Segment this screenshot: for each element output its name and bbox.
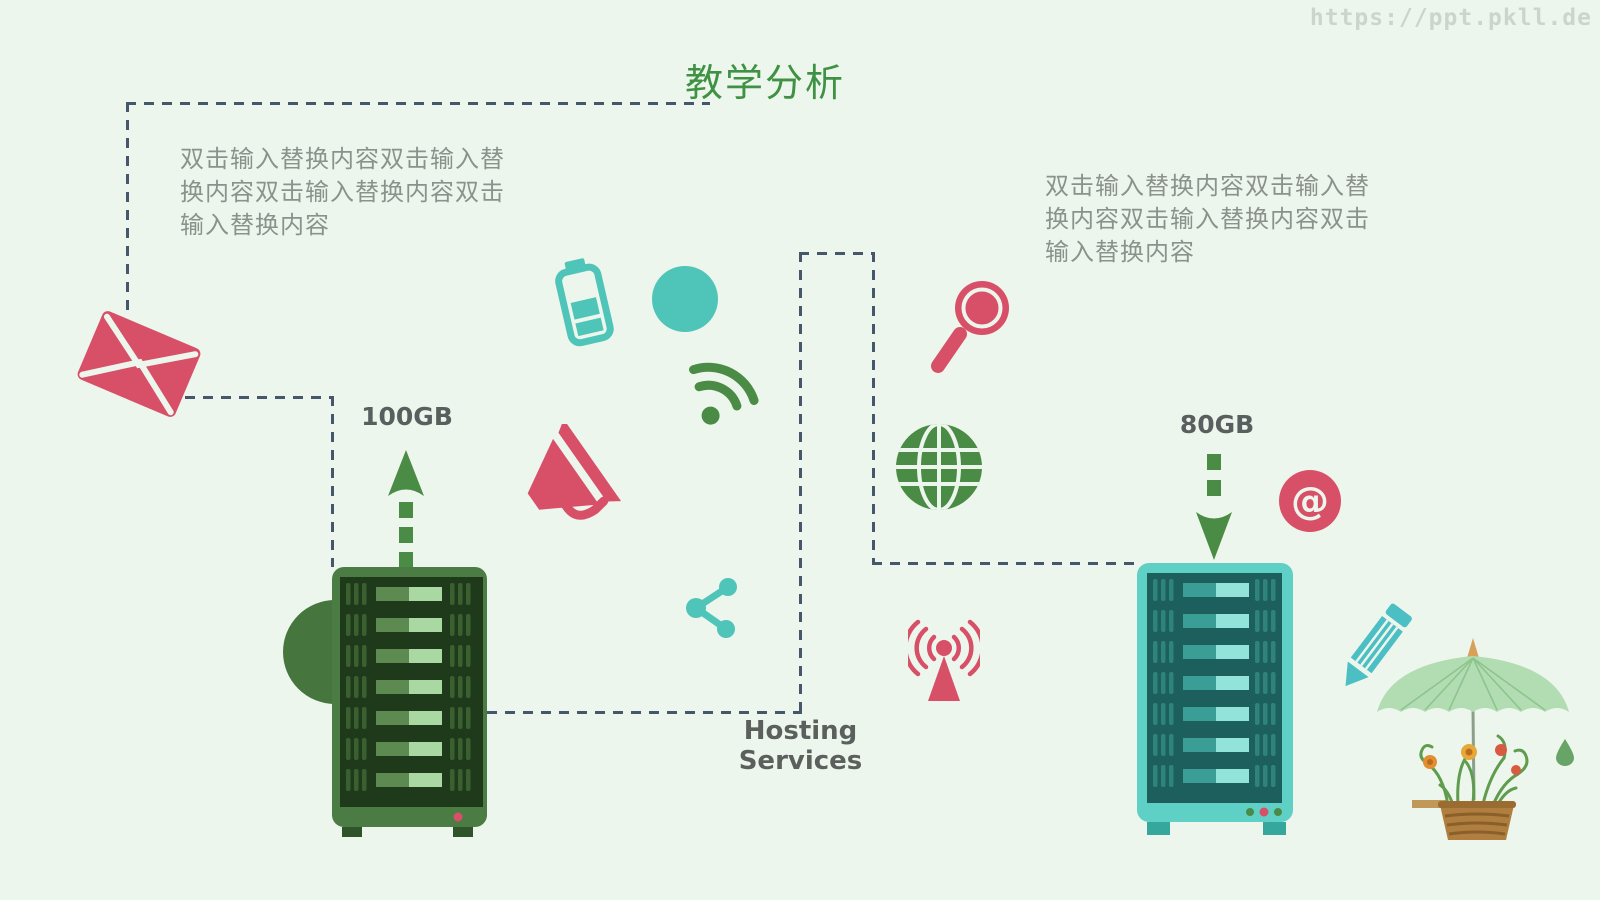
envelope-icon bbox=[64, 299, 214, 433]
connector-right-v bbox=[872, 252, 875, 565]
share-icon bbox=[680, 572, 742, 646]
connector-title-h bbox=[126, 102, 710, 105]
arrow-up-icon bbox=[384, 450, 428, 576]
connector-top-h bbox=[799, 252, 875, 255]
capacity-label-right[interactable]: 80GB bbox=[1179, 410, 1255, 439]
dot-circle-icon bbox=[652, 266, 718, 336]
connector-middle-v bbox=[799, 252, 802, 714]
connector-server-right-h bbox=[872, 562, 1137, 565]
connector-envelope-v bbox=[126, 102, 129, 312]
umbrella-decoration bbox=[1348, 600, 1578, 864]
raindrop-icon bbox=[1554, 738, 1576, 770]
globe-icon bbox=[893, 421, 985, 517]
megaphone-icon bbox=[512, 419, 622, 536]
magnifier-icon bbox=[920, 275, 1020, 384]
server-tower-left bbox=[278, 545, 493, 844]
svg-text:@: @ bbox=[1291, 479, 1329, 523]
capacity-label-left[interactable]: 100GB bbox=[361, 402, 453, 431]
pencil-icon bbox=[1328, 595, 1423, 704]
connector-bottom-h bbox=[487, 711, 802, 714]
arrow-down-icon bbox=[1192, 448, 1236, 570]
wifi-icon bbox=[688, 352, 763, 434]
text-placeholder-left[interactable]: 双击输入替换内容双击输入替 换内容双击输入替换内容双击 输入替换内容 bbox=[180, 145, 505, 239]
caption-hosting-services[interactable]: Hosting Services bbox=[738, 716, 863, 776]
server-tower-right bbox=[1115, 540, 1300, 842]
antenna-icon bbox=[903, 614, 985, 708]
connector-server-left-v bbox=[331, 396, 334, 567]
at-sign-icon: @ bbox=[1278, 469, 1342, 537]
watermark-url: https://ppt.pkll.de bbox=[1309, 5, 1592, 31]
slide-title[interactable]: 教学分析 bbox=[684, 61, 845, 105]
connector-envelope-h bbox=[185, 396, 334, 399]
battery-icon bbox=[548, 253, 620, 355]
text-placeholder-right[interactable]: 双击输入替换内容双击输入替 换内容双击输入替换内容双击 输入替换内容 bbox=[1045, 172, 1370, 266]
